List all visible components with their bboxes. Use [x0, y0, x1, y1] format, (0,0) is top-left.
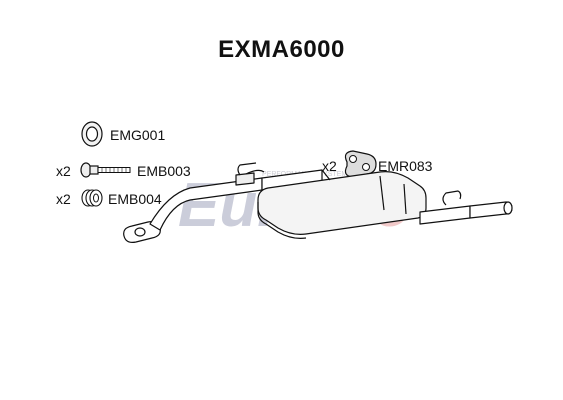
rear-pipe: [419, 205, 471, 225]
gasket-ring-icon: [81, 121, 103, 147]
part-qty-emr083: x2: [322, 158, 337, 174]
bolt-icon: [80, 162, 131, 178]
part-number-title: EXMA6000: [218, 36, 345, 63]
rubber-mount-icon: [344, 150, 377, 178]
part-qty-emb004: x2: [56, 191, 71, 207]
rear-hanger: [442, 190, 462, 206]
part-label-emg001: EMG001: [110, 127, 166, 143]
part-qty-emb003: x2: [56, 163, 71, 179]
part-label-emr083: EMR083: [378, 158, 433, 174]
part-label-emb003: EMB003: [137, 163, 191, 179]
part-label-emb004: EMB004: [108, 191, 162, 207]
exhaust-assembly: [123, 162, 513, 243]
pipe-hanger: [235, 172, 255, 186]
spring-icon: [81, 189, 103, 207]
silencer-box: [257, 171, 427, 235]
